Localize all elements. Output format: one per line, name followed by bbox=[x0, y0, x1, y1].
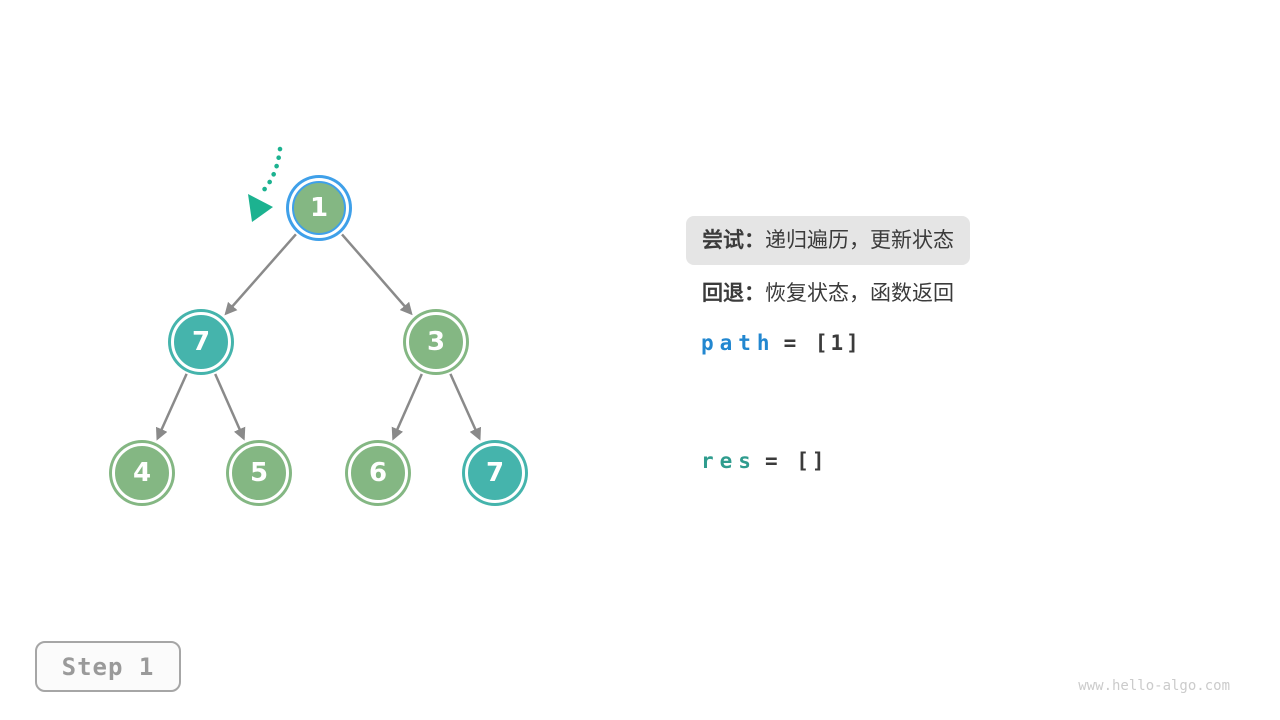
path-variable-name: path bbox=[701, 331, 776, 355]
pointer-dotted-line bbox=[258, 146, 283, 196]
tree-edge bbox=[341, 233, 413, 316]
tree-edge bbox=[449, 373, 481, 441]
back-text: 恢复状态，函数返回 bbox=[765, 281, 954, 305]
tree-edge bbox=[224, 233, 297, 316]
pointer-arrowhead-icon bbox=[248, 194, 273, 222]
tree-edges bbox=[156, 233, 481, 441]
res-variable-line: res = [] bbox=[701, 449, 828, 473]
current-node-pointer bbox=[248, 146, 283, 222]
res-variable-value: = [] bbox=[764, 449, 828, 473]
watermark: www.hello-algo.com bbox=[1078, 678, 1230, 694]
tree-node-1: 1 bbox=[292, 181, 346, 235]
tree-node-3: 3 bbox=[406, 312, 466, 372]
try-callout: 尝试：递归遍历，更新状态 bbox=[686, 216, 970, 266]
tree-edge bbox=[391, 373, 423, 441]
path-variable-line: path = [1] bbox=[701, 331, 862, 355]
tree-node-4: 4 bbox=[112, 443, 172, 503]
try-text: 递归遍历，更新状态 bbox=[765, 228, 954, 252]
try-label: 尝试： bbox=[702, 228, 765, 252]
tree-edge bbox=[156, 373, 188, 441]
back-label: 回退： bbox=[702, 281, 765, 305]
res-variable-name: res bbox=[701, 449, 757, 473]
path-variable-value: = [1] bbox=[783, 331, 862, 355]
tree-node-7: 7 bbox=[465, 443, 525, 503]
back-line: 回退：恢复状态，函数返回 bbox=[702, 280, 954, 306]
tree-node-7: 7 bbox=[171, 312, 231, 372]
tree-node-5: 5 bbox=[229, 443, 289, 503]
step-badge: Step 1 bbox=[35, 641, 181, 692]
tree-node-6: 6 bbox=[348, 443, 408, 503]
tree-edge bbox=[214, 373, 246, 441]
